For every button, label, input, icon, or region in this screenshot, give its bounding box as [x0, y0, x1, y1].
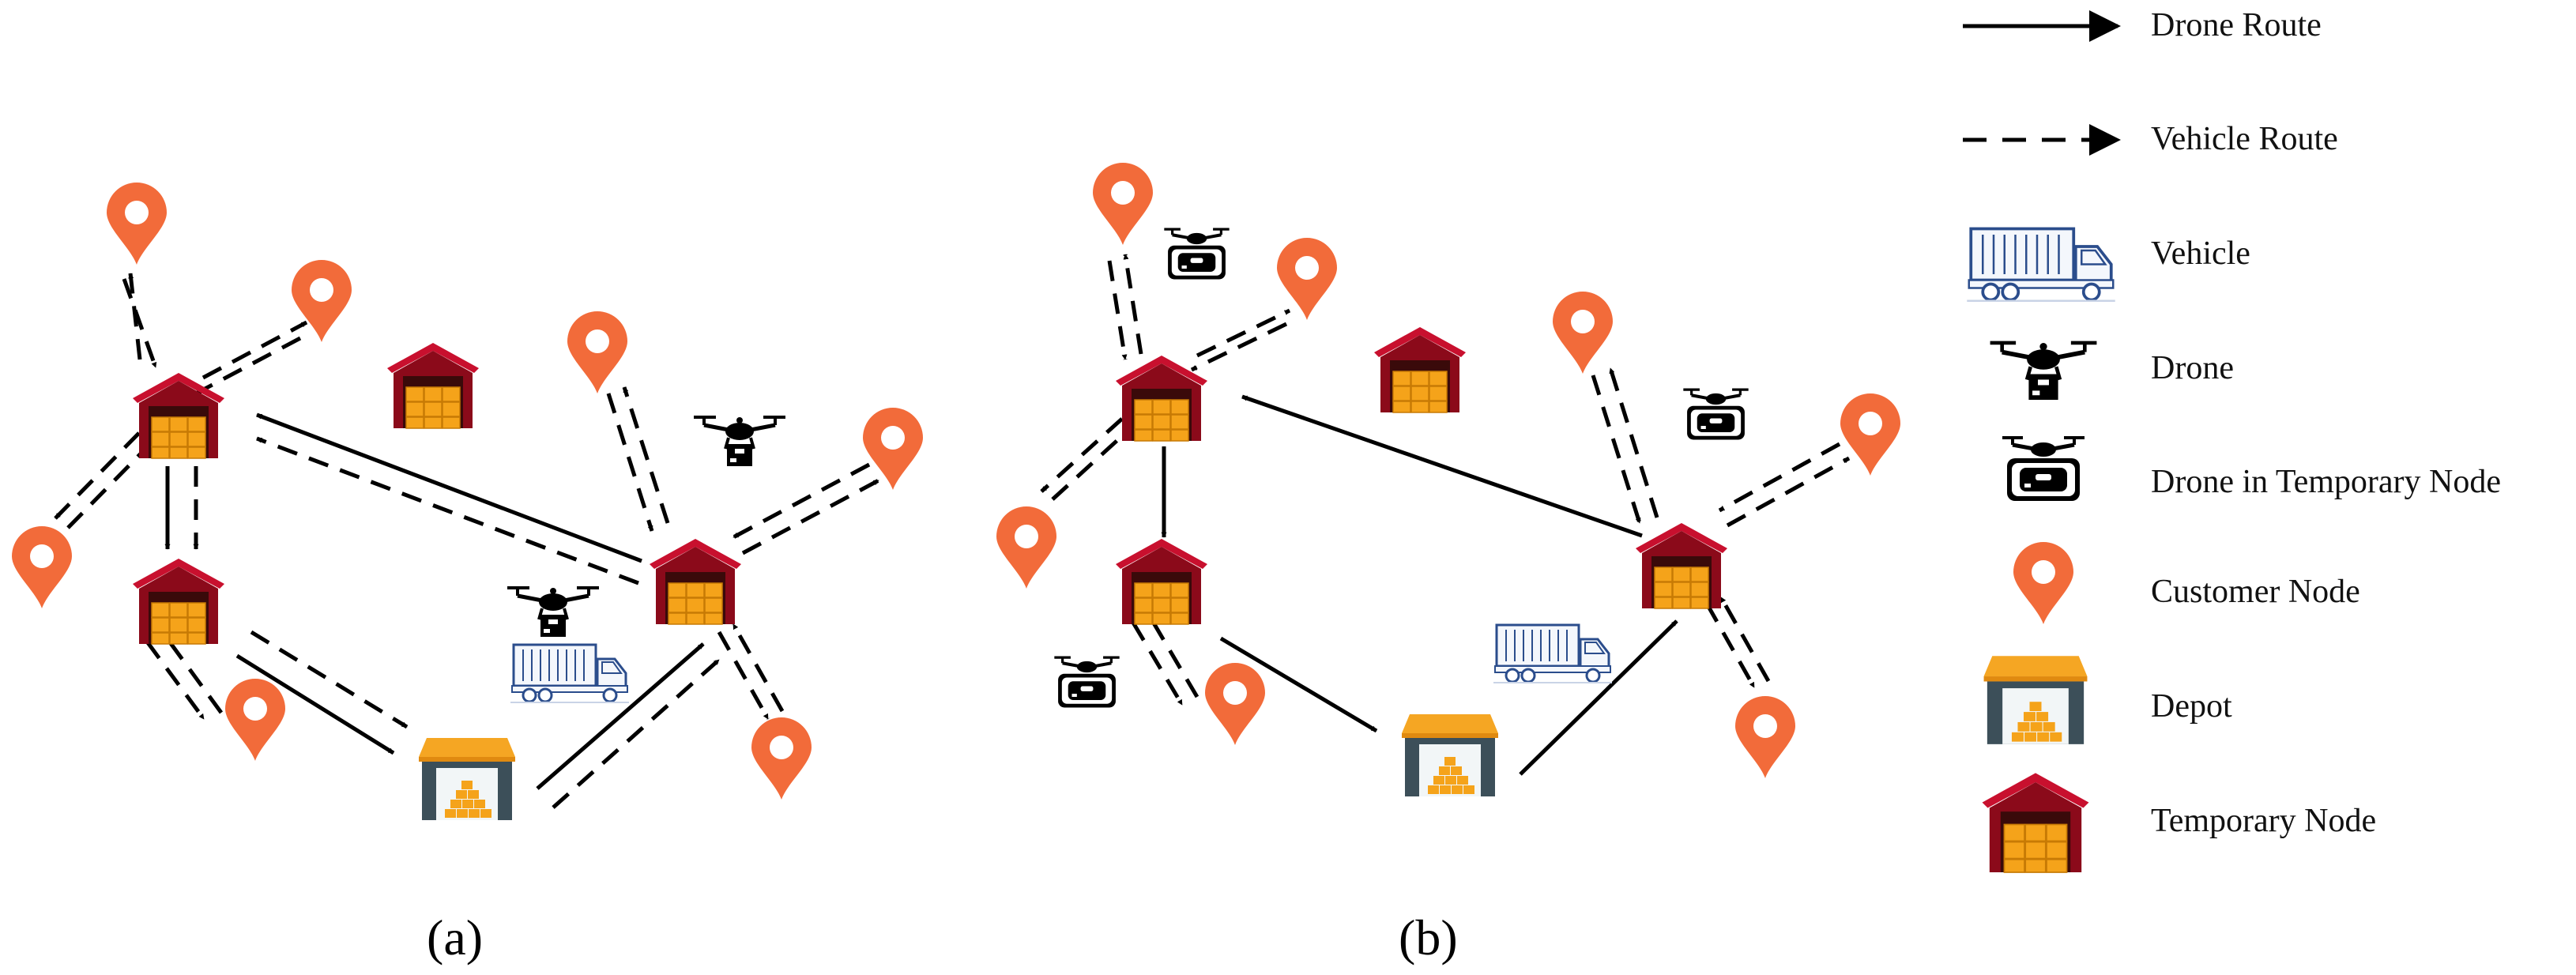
vehicle-route — [1726, 456, 1851, 528]
temporary-node — [649, 538, 742, 625]
vehicle-route — [194, 336, 302, 396]
vehicle-route — [1147, 615, 1199, 698]
vehicle-route — [1107, 260, 1128, 360]
temporary-node — [386, 342, 480, 429]
vehicle-route — [1040, 417, 1124, 493]
vehicle-route — [606, 393, 654, 532]
vehicle-route — [1608, 367, 1659, 518]
legend-temporary-node-icon — [1981, 772, 2090, 873]
legend-customer-icon — [2013, 542, 2073, 624]
vehicle-route — [54, 431, 141, 520]
drone-in-temporary-node — [1053, 656, 1121, 710]
drone-route — [1219, 636, 1378, 733]
legend-label-drone-temp: Drone in Temporary Node — [2151, 464, 2501, 500]
legend-label-vehicle: Vehicle — [2151, 235, 2250, 272]
customer-node — [567, 311, 627, 393]
vehicle — [1492, 623, 1614, 684]
drone-route — [1241, 394, 1643, 538]
panel-b-caption: (b) — [1399, 909, 1458, 966]
temporary-node — [1635, 522, 1728, 609]
vehicle-route — [164, 635, 224, 714]
customer-node — [1205, 663, 1265, 745]
legend-label-drone-route: Drone Route — [2151, 7, 2322, 43]
vehicle-route — [1196, 308, 1291, 358]
legend-drone-icon — [1990, 343, 2097, 400]
temporary-node — [132, 558, 225, 645]
depot — [1402, 714, 1498, 796]
vehicle-route — [122, 278, 158, 368]
customer-node — [863, 408, 923, 490]
drone-route — [536, 642, 705, 790]
drone-route — [1519, 619, 1678, 776]
legend-label-depot: Depot — [2151, 688, 2232, 725]
legend-label-drone: Drone — [2151, 350, 2234, 386]
panel-b — [996, 163, 1900, 796]
vehicle-route — [1591, 375, 1642, 524]
drone-in-temporary-node — [1162, 228, 1231, 281]
vehicle-route — [145, 640, 206, 721]
customer-node — [12, 526, 72, 608]
vehicle-route — [128, 273, 142, 360]
vehicle-route — [552, 658, 721, 809]
drone — [507, 588, 599, 637]
legend — [1963, 10, 2121, 873]
temporary-node — [1115, 538, 1208, 625]
panel-a-routes — [54, 273, 880, 809]
vehicle-route — [1718, 442, 1841, 513]
vehicle-route — [732, 462, 871, 540]
vehicle-route — [1704, 602, 1757, 689]
depot — [419, 738, 515, 820]
legend-label-temporary-node: Temporary Node — [2151, 803, 2377, 839]
customer-node — [107, 183, 167, 265]
vehicle-route — [1131, 621, 1184, 706]
legend-depot-icon — [1983, 656, 2088, 744]
legend-vehicle-icon — [1965, 227, 2117, 303]
customer-node — [751, 717, 812, 800]
drone-route — [256, 412, 642, 563]
legend-label-customer: Customer Node — [2151, 574, 2360, 610]
vehicle-route — [731, 623, 785, 713]
vehicle-route — [1123, 254, 1143, 355]
vehicle-route — [1051, 425, 1134, 501]
customer-node — [292, 260, 352, 342]
customer-node — [1277, 238, 1337, 320]
drone-route — [235, 653, 395, 755]
legend-label-vehicle-route: Vehicle Route — [2151, 121, 2338, 157]
vehicle — [509, 643, 631, 704]
customer-node — [225, 679, 285, 761]
customer-node — [1553, 292, 1613, 374]
drone-in-temporary-node — [1682, 388, 1750, 442]
vehicle-route — [256, 436, 639, 585]
customer-node — [1735, 696, 1795, 778]
vehicle-route — [201, 320, 308, 380]
panel-a-caption: (a) — [427, 909, 484, 966]
customer-node — [1840, 393, 1900, 476]
panel-b-routes — [1040, 254, 1851, 776]
temporary-node — [1373, 326, 1467, 413]
vehicle-route — [622, 386, 670, 524]
customer-node — [996, 506, 1056, 589]
legend-drone-temp-icon — [2002, 438, 2085, 501]
vehicle-route — [250, 630, 409, 729]
panel-a — [12, 183, 923, 820]
vehicle-route — [1190, 322, 1288, 372]
vehicle-route — [1719, 596, 1771, 683]
vehicle-route — [66, 442, 152, 529]
vehicle-route — [741, 478, 880, 555]
vehicle-route — [717, 631, 770, 721]
customer-node — [1093, 163, 1153, 245]
drone — [694, 417, 785, 466]
